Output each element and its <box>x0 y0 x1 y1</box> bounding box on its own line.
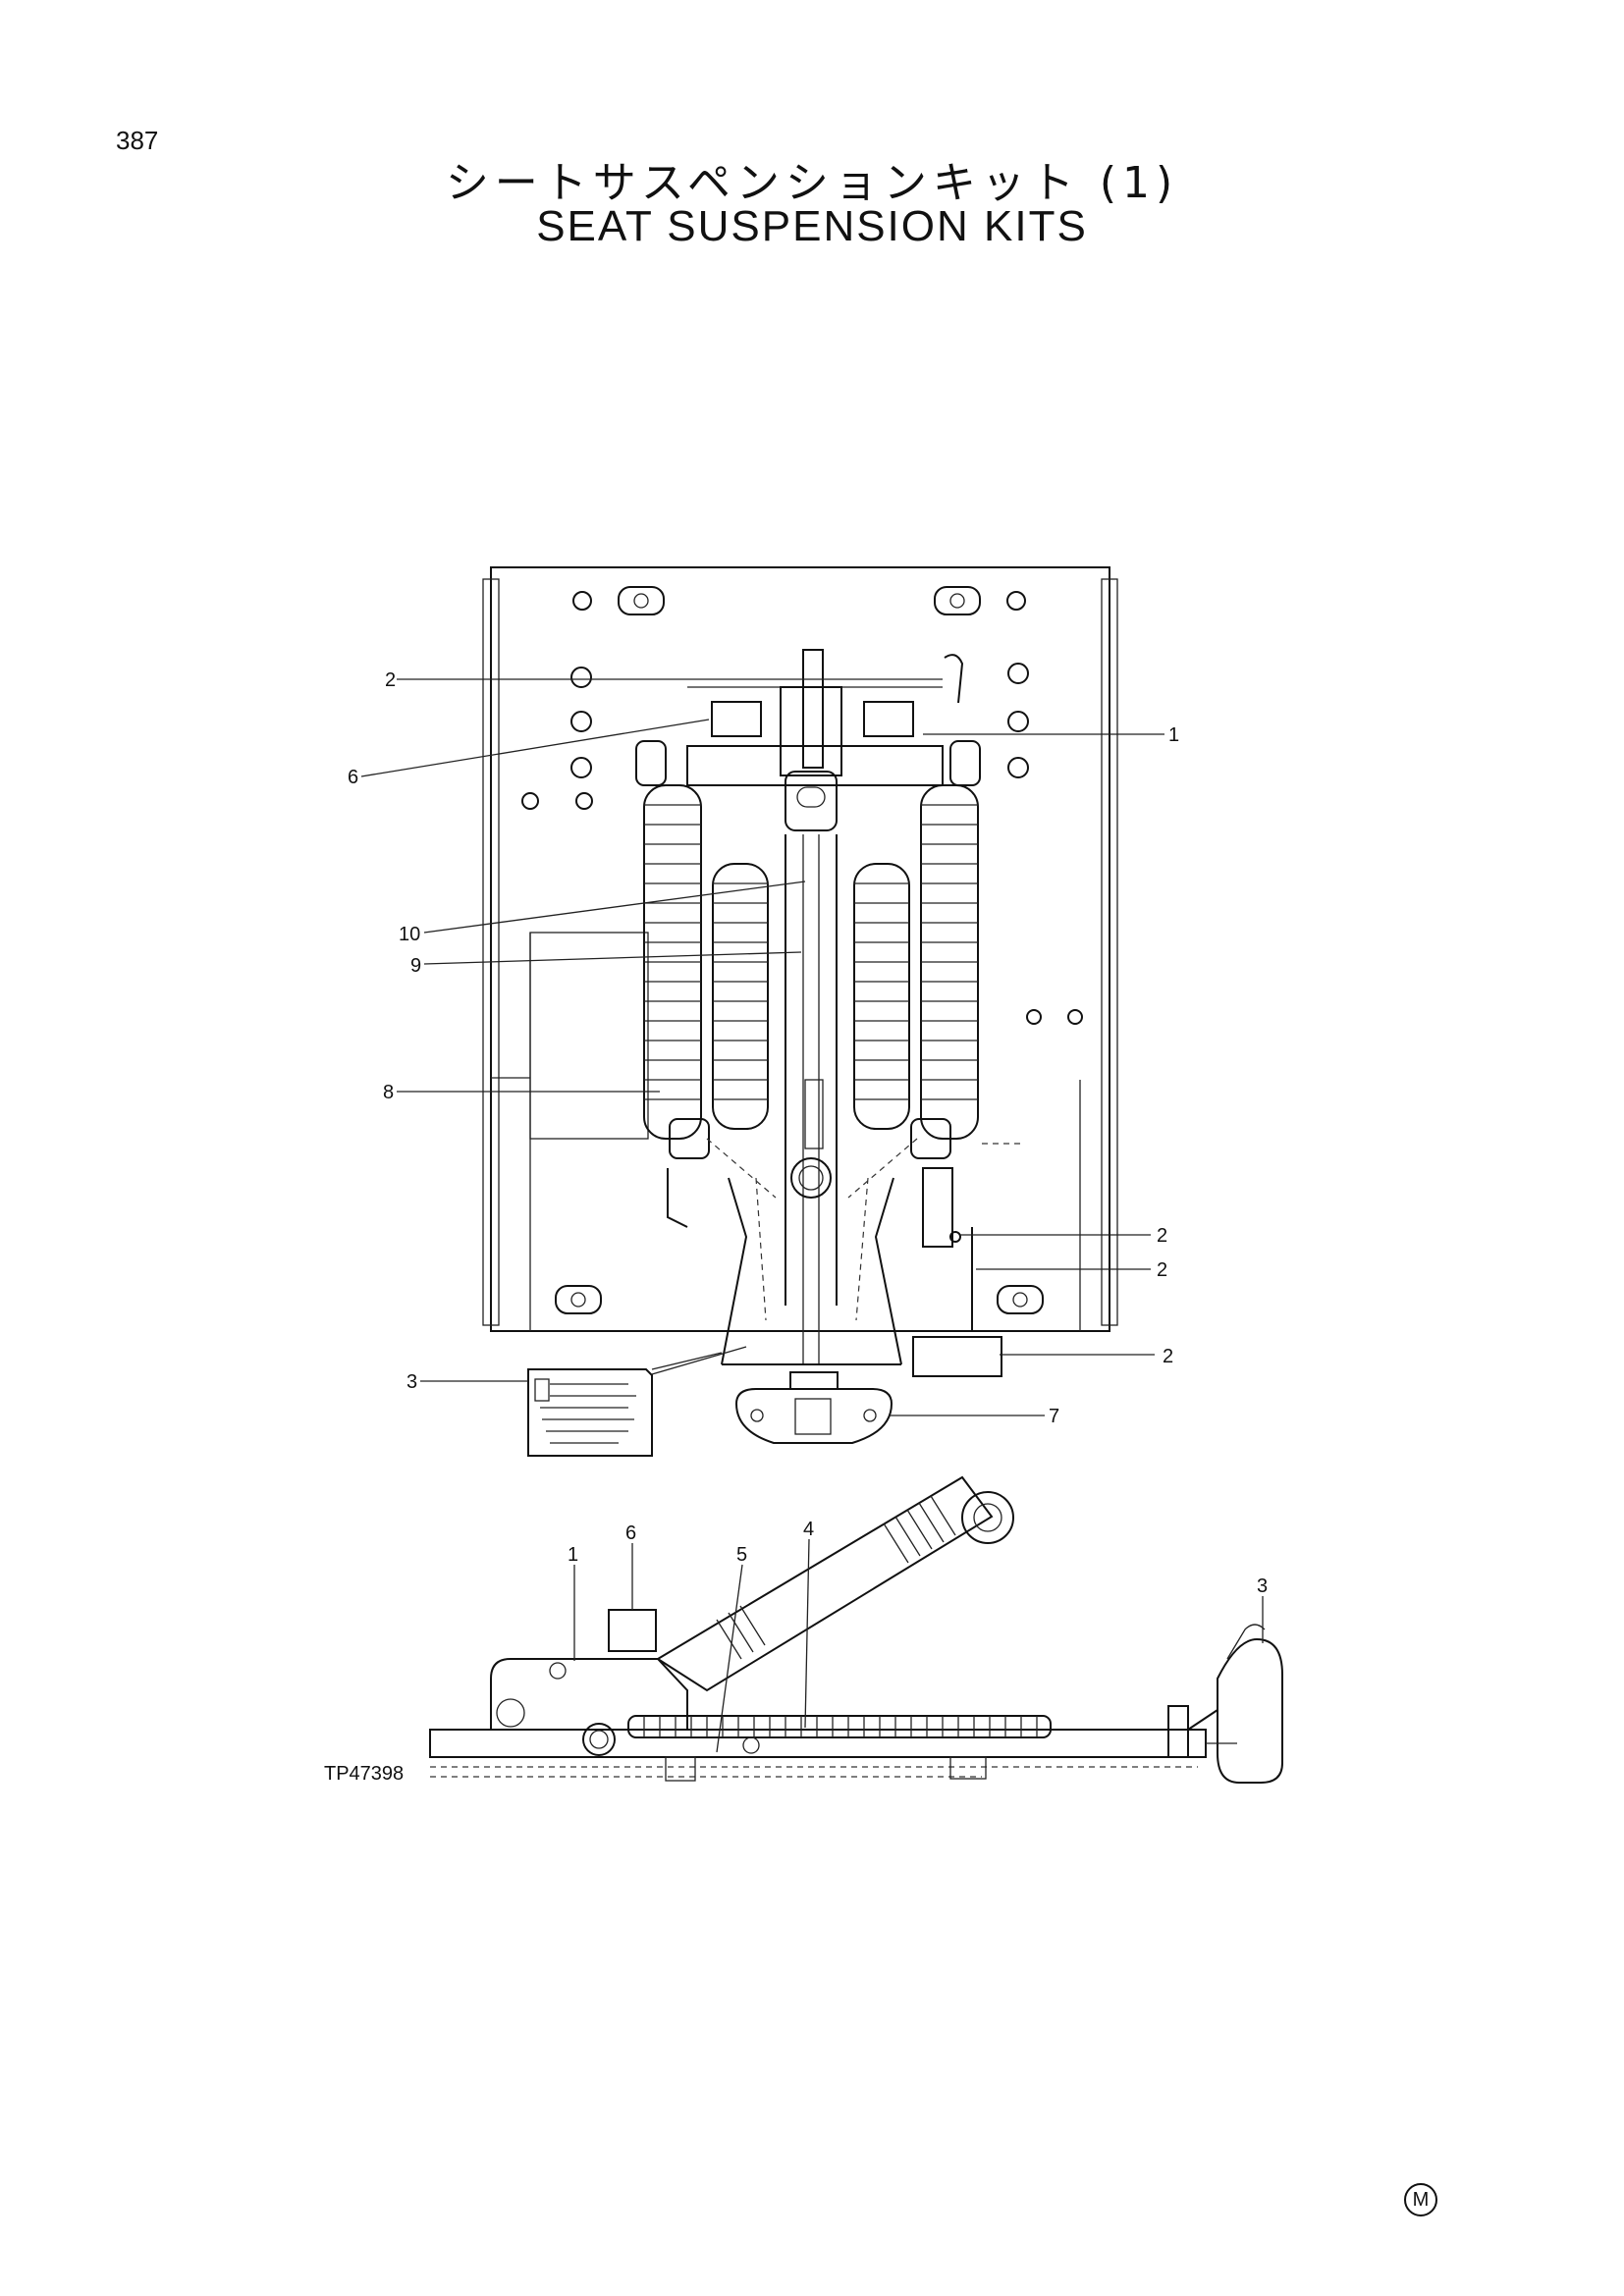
callout-top-2c: 2 <box>1157 1259 1167 1281</box>
callout-side-3: 3 <box>1257 1575 1268 1597</box>
callout-top-3: 3 <box>406 1371 417 1393</box>
callout-top-7: 7 <box>1049 1406 1059 1427</box>
callout-side-4: 4 <box>803 1519 814 1540</box>
figure-code: TP47398 <box>324 1763 404 1785</box>
side-view-drawing <box>429 1475 1283 1784</box>
top-view-drawing <box>482 566 1118 1457</box>
callout-top-2b: 2 <box>1157 1225 1167 1247</box>
manufacturer-mark: M <box>1404 2183 1437 2216</box>
callout-top-2d: 2 <box>1163 1346 1173 1367</box>
side-view-callouts: 1 6 5 4 3 <box>568 1519 1268 1597</box>
top-view-callouts: 2 6 1 10 9 8 2 2 2 3 7 <box>348 669 1179 1427</box>
callout-top-6: 6 <box>348 767 358 788</box>
callout-top-10: 10 <box>399 924 420 945</box>
top-view-leaders <box>360 678 1164 1416</box>
callout-top-8: 8 <box>383 1082 394 1103</box>
callout-top-9: 9 <box>410 955 421 977</box>
callout-side-5: 5 <box>736 1544 747 1566</box>
title-japanese: シートサスペンションキット (1) <box>445 158 1179 208</box>
title-english: SEAT SUSPENSION KITS <box>536 202 1088 250</box>
callout-side-1: 1 <box>568 1544 578 1566</box>
callout-top-1: 1 <box>1168 724 1179 746</box>
callout-side-6: 6 <box>625 1522 636 1544</box>
callout-top-2a: 2 <box>385 669 396 691</box>
page-number: 387 <box>116 126 159 155</box>
side-view-leaders <box>573 1538 1264 1753</box>
